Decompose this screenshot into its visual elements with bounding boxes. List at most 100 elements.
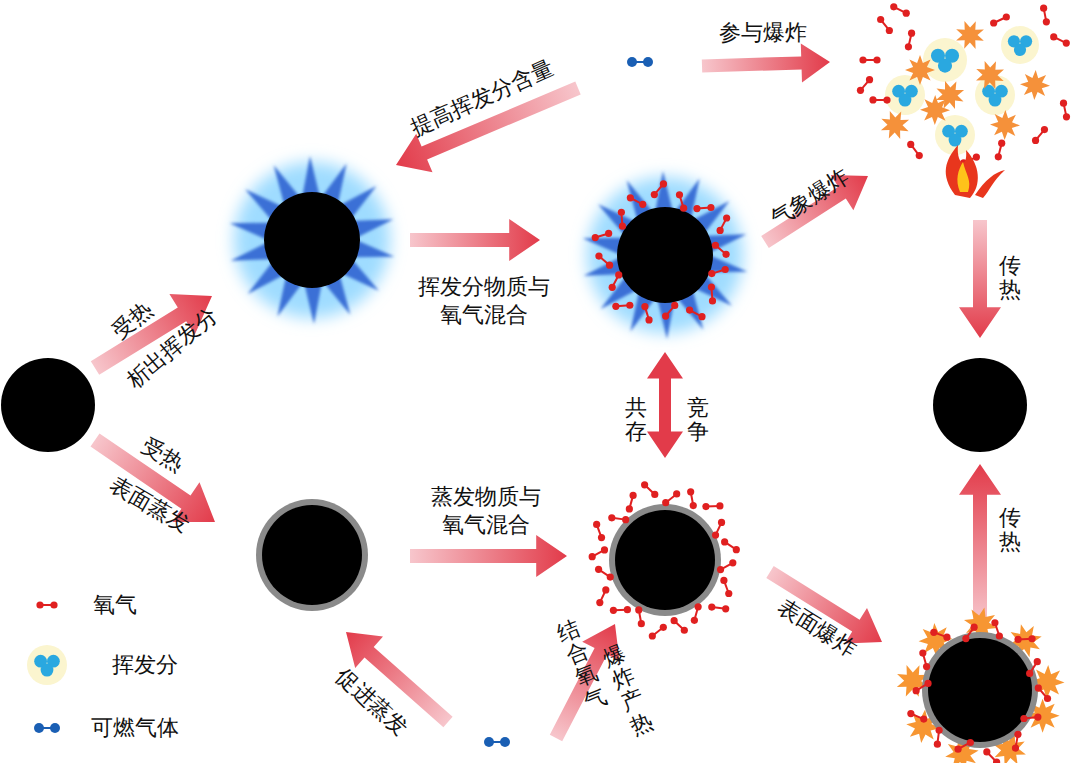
oxygen-atom bbox=[995, 153, 1002, 160]
flow-arrow bbox=[410, 219, 540, 261]
oxygen-atom bbox=[718, 519, 725, 526]
oxygen-atom bbox=[702, 503, 709, 510]
gas-atom bbox=[34, 723, 44, 733]
arrow-label: 参与爆炸 bbox=[719, 19, 807, 47]
oxygen-atom bbox=[722, 605, 729, 612]
oxygen-atom bbox=[873, 56, 880, 63]
oxygen-atom bbox=[708, 603, 715, 610]
burst bbox=[905, 55, 935, 85]
oxygen-atom bbox=[1044, 695, 1051, 702]
oxygen-atom bbox=[1012, 744, 1019, 751]
oxygen-atom bbox=[1014, 636, 1021, 643]
legend-text: 挥发分 bbox=[112, 651, 178, 679]
oxygen-atom bbox=[1043, 18, 1050, 25]
oxygen-atom bbox=[1026, 670, 1033, 677]
evaporation-layer bbox=[922, 632, 1038, 748]
volatile-dot bbox=[899, 94, 912, 107]
flow-arrow bbox=[702, 43, 830, 82]
oxygen-atom bbox=[971, 624, 978, 631]
volatile-dot bbox=[1014, 44, 1026, 56]
burst bbox=[976, 61, 1004, 89]
oxygen-atom bbox=[717, 566, 724, 573]
oxygen-atom bbox=[908, 30, 915, 37]
oxygen-atom bbox=[691, 617, 698, 624]
evaporation-layer bbox=[256, 499, 368, 611]
oxygen-atom bbox=[983, 748, 990, 755]
oxygen-atom bbox=[695, 603, 702, 610]
oxygen-atom bbox=[618, 209, 625, 216]
oxygen-atom bbox=[645, 316, 652, 323]
arrow-label: 爆炸产热 bbox=[600, 641, 657, 739]
oxygen-atom bbox=[690, 502, 697, 509]
oxygen-atom bbox=[595, 252, 602, 259]
oxygen-atom bbox=[651, 491, 658, 498]
oxygen-atom bbox=[712, 242, 719, 249]
oxygen-atom bbox=[720, 577, 727, 584]
oxygen-atom bbox=[919, 649, 926, 656]
oxygen-atom bbox=[592, 234, 599, 241]
flame bbox=[957, 162, 969, 192]
volatile-dot bbox=[989, 94, 1002, 107]
gas-atom bbox=[500, 737, 510, 747]
gas-atom bbox=[484, 737, 494, 747]
oxygen-atom bbox=[708, 270, 715, 277]
oxygen-atom bbox=[991, 619, 998, 626]
oxygen-atom bbox=[907, 141, 914, 148]
oxygen-atom bbox=[649, 632, 656, 639]
oxygen-atom bbox=[1063, 39, 1070, 46]
oxygen-atom bbox=[916, 152, 923, 159]
coal-particle bbox=[264, 192, 360, 288]
oxygen-atom bbox=[907, 710, 914, 717]
arrow-label: 传热 bbox=[999, 254, 1021, 302]
oxygen-atom bbox=[660, 180, 667, 187]
gas-atom bbox=[627, 57, 637, 67]
oxygen-atom bbox=[934, 741, 941, 748]
oxygen-atom bbox=[996, 632, 1003, 639]
oxygen-atom bbox=[589, 553, 596, 560]
oxygen-atom bbox=[641, 481, 648, 488]
flow-arrow bbox=[959, 220, 1001, 338]
oxygen-atom bbox=[598, 534, 605, 541]
particles bbox=[1, 3, 1070, 763]
oxygen-atom bbox=[883, 97, 890, 104]
oxygen-atom bbox=[954, 746, 961, 753]
oxygen-atom bbox=[930, 629, 937, 636]
oxygen-atom bbox=[596, 599, 603, 606]
oxygen-atom bbox=[612, 303, 619, 310]
arrow-label: 共存 bbox=[625, 396, 647, 444]
oxygen-atom bbox=[716, 502, 723, 509]
flow-arrow bbox=[410, 535, 567, 577]
oxygen-atom bbox=[608, 514, 615, 521]
flame bbox=[946, 145, 978, 198]
volatile-dot bbox=[938, 59, 952, 73]
oxygen-atom bbox=[698, 313, 705, 320]
legend-text: 可燃气体 bbox=[91, 714, 179, 742]
oxygen-atom bbox=[1034, 714, 1041, 721]
oxygen-atom bbox=[619, 223, 626, 230]
oxygen-atom bbox=[1028, 635, 1035, 642]
burst bbox=[956, 21, 984, 49]
oxygen-atom bbox=[943, 634, 950, 641]
oxygen-atom bbox=[676, 191, 683, 198]
oxygen-atom bbox=[1035, 684, 1042, 691]
oxygen-atom bbox=[712, 531, 719, 538]
oxygen-atom bbox=[607, 573, 614, 580]
oxygen-atom bbox=[890, 3, 897, 10]
oxygen-atom bbox=[923, 663, 930, 670]
oxygen-atom bbox=[602, 586, 609, 593]
burst bbox=[230, 156, 395, 324]
oxygen-atom bbox=[686, 307, 693, 314]
oxygen-atom bbox=[1041, 126, 1048, 133]
oxygen-atom bbox=[662, 499, 669, 506]
oxygen-atom bbox=[936, 727, 943, 734]
oxygen-atom bbox=[609, 284, 616, 291]
coal-particle bbox=[615, 510, 715, 610]
oxygen-atom bbox=[693, 205, 700, 212]
oxygen-atom bbox=[638, 620, 645, 627]
oxygen-atom bbox=[630, 492, 637, 499]
oxygen-atom bbox=[967, 739, 974, 746]
arrows bbox=[91, 43, 1002, 741]
volatile-dot bbox=[949, 134, 962, 147]
